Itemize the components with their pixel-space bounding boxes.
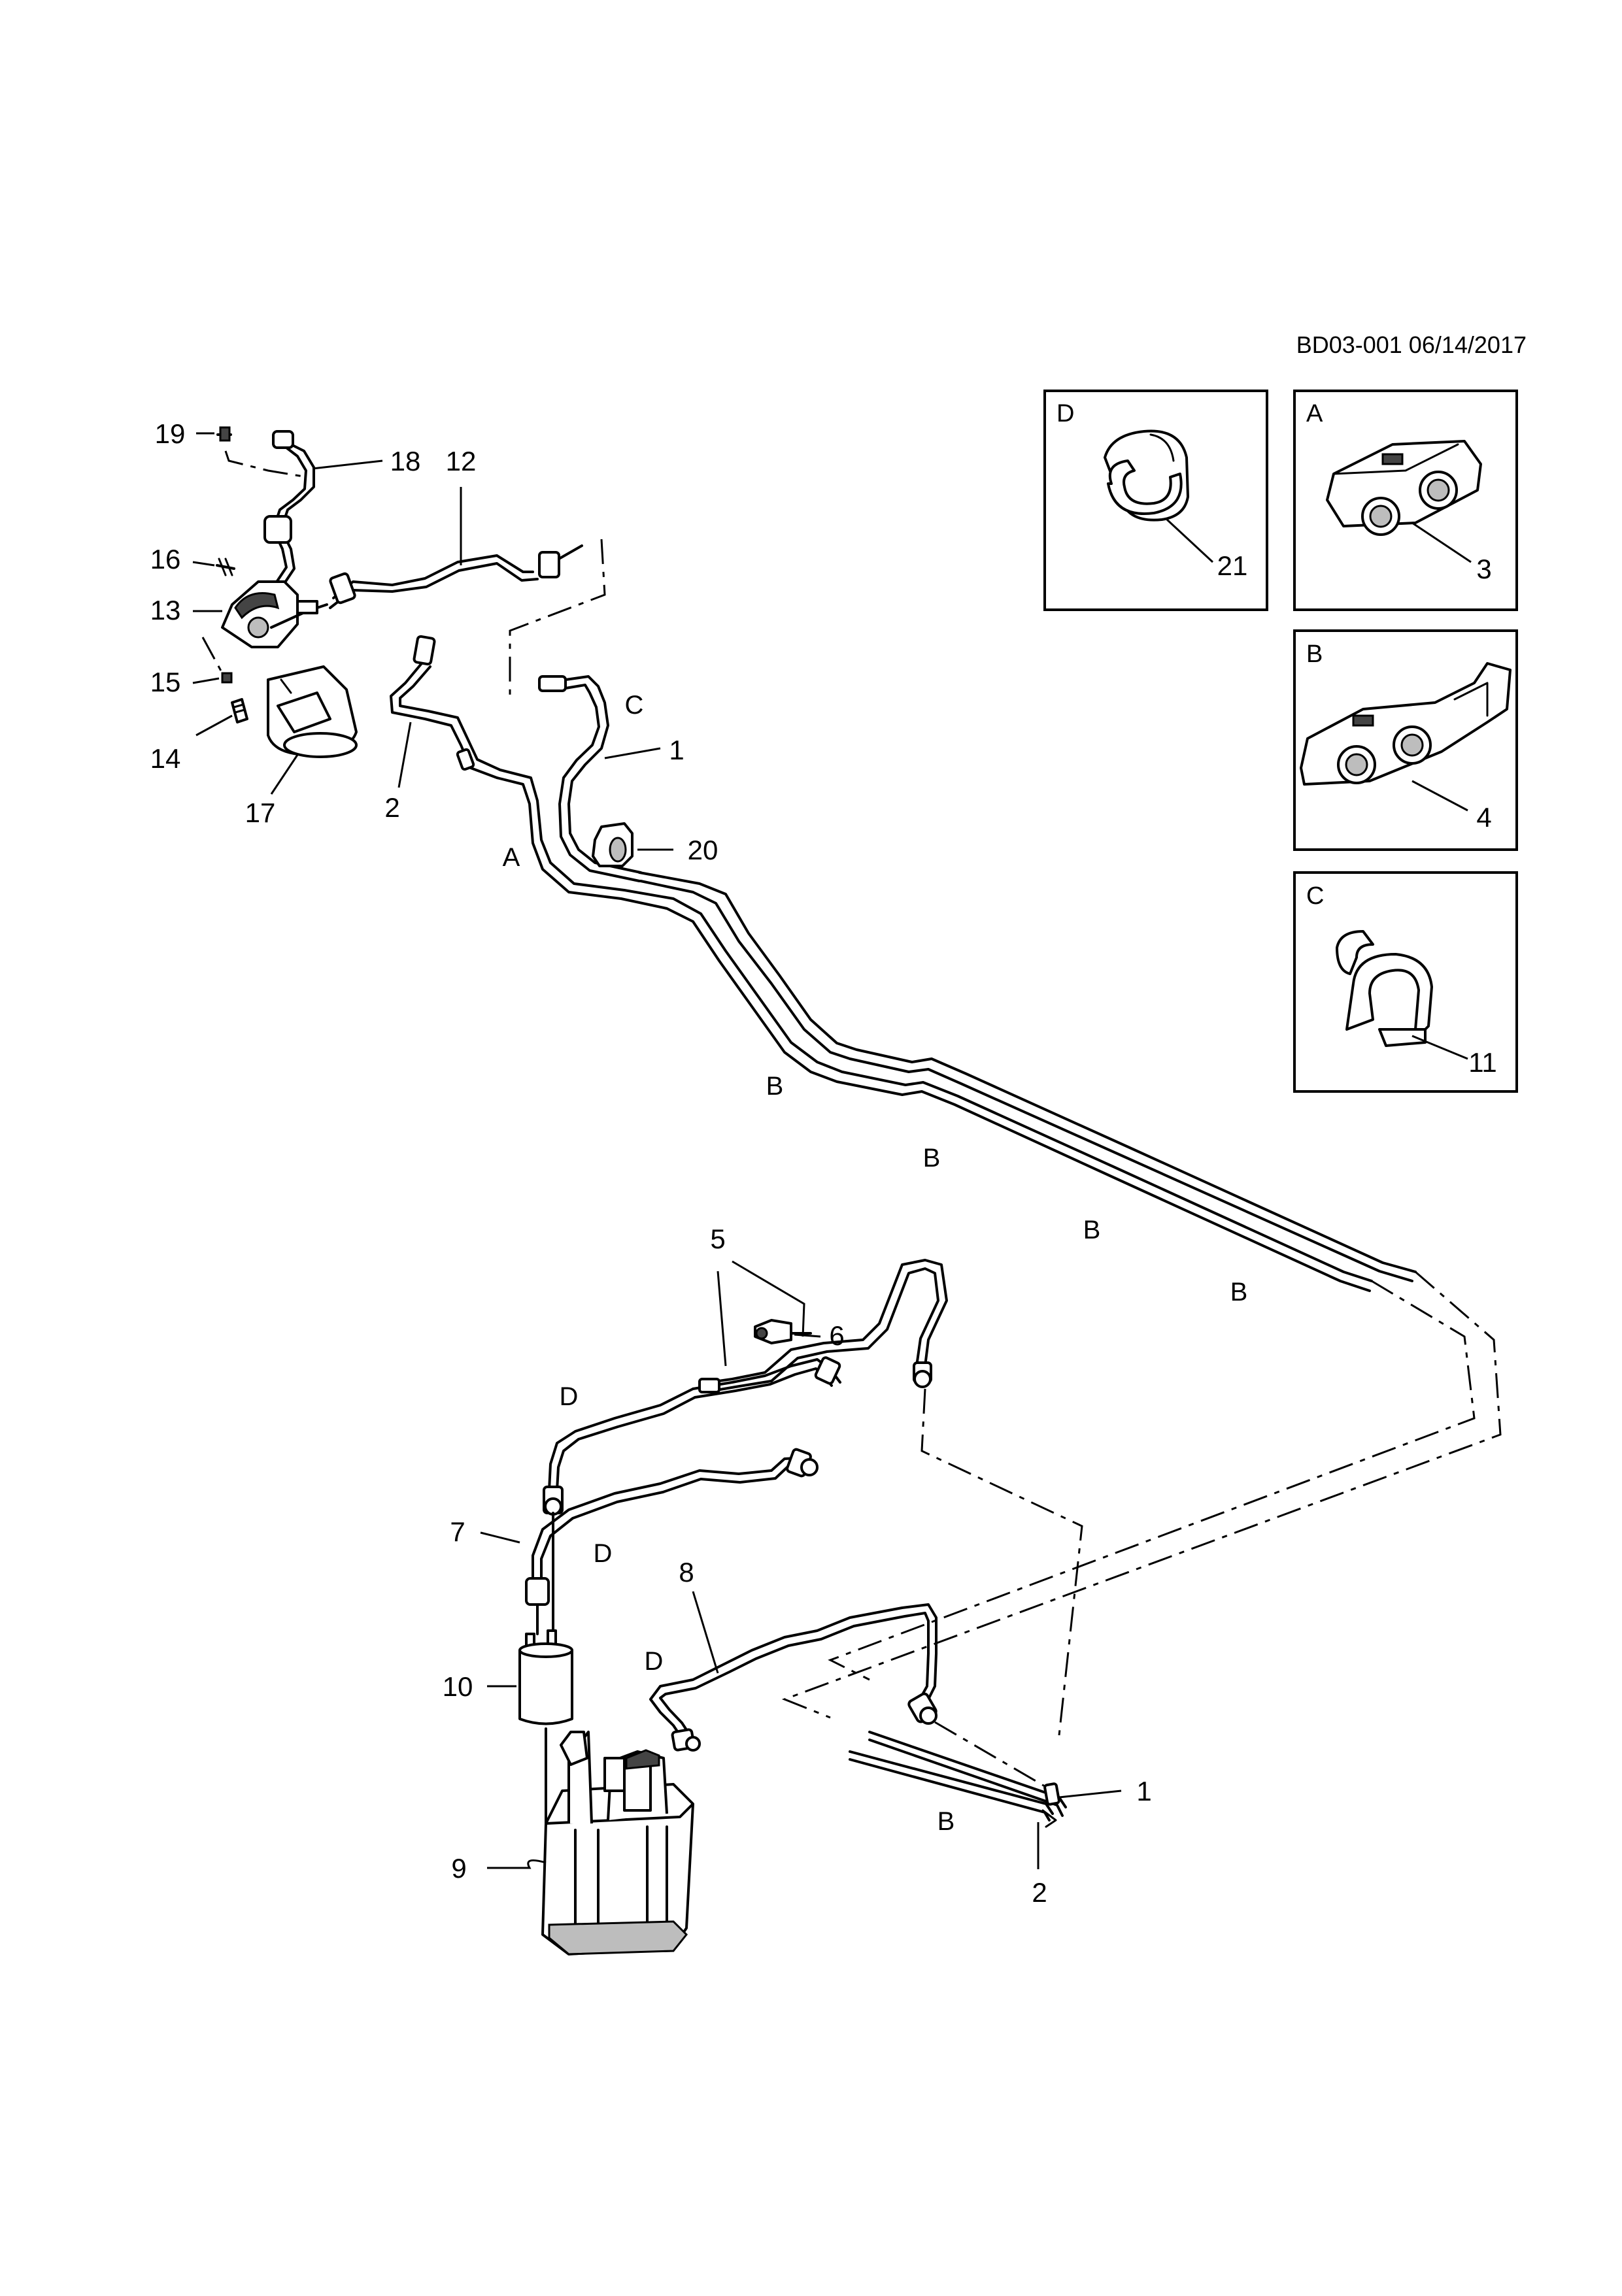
callout-13: 13 — [150, 595, 181, 625]
clip-11-illustration — [1336, 930, 1433, 1047]
leader-5b — [717, 1271, 727, 1367]
callout-9: 9 — [451, 1853, 466, 1884]
callout-7: 7 — [450, 1516, 465, 1547]
bolt-19 — [216, 426, 232, 442]
callout-18: 18 — [390, 446, 421, 476]
callout-17: 17 — [245, 797, 276, 828]
leader-14 — [195, 714, 233, 737]
clip-ref-d1: D — [560, 1382, 579, 1411]
leader-3 — [1411, 522, 1472, 563]
callout-21: 21 — [1217, 550, 1248, 581]
detail-box-c: C 11 — [1293, 871, 1518, 1093]
callout-1-top: 1 — [669, 735, 684, 765]
callout-15: 15 — [150, 667, 181, 697]
leader-1-top — [604, 747, 661, 759]
connector-cluster — [692, 1356, 841, 1399]
washer-15 — [221, 672, 233, 684]
clip-ref-b5: B — [938, 1807, 955, 1836]
callout-3: 3 — [1476, 554, 1491, 584]
clip-ref-a: A — [503, 843, 520, 872]
detail-box-a-title: A — [1306, 400, 1323, 427]
screw-16 — [216, 557, 235, 576]
main-fuel-lines — [620, 871, 1417, 1292]
clip-ref-d3: D — [645, 1647, 664, 1676]
detail-box-b-title: B — [1306, 641, 1323, 668]
leader-2-top — [397, 722, 412, 788]
leader-21 — [1166, 518, 1214, 563]
valve-13 — [221, 580, 328, 648]
leader-7 — [480, 1531, 520, 1544]
callout-14: 14 — [150, 743, 181, 774]
purge-valve-assembly: 19 18 16 13 — [150, 418, 421, 828]
line-7 — [525, 1448, 819, 1635]
callout-2-bottom: 2 — [1032, 1877, 1047, 1908]
callout-16: 16 — [150, 544, 181, 574]
line-12 — [329, 544, 583, 609]
line-1-upper — [538, 675, 642, 882]
leader-1-bottom — [1058, 1789, 1122, 1799]
callout-11: 11 — [1468, 1047, 1497, 1078]
hose-18 — [263, 430, 315, 606]
line-2-upper — [390, 635, 626, 900]
leader-9 — [487, 1859, 547, 1869]
leader-5a — [732, 1260, 805, 1337]
diagram-id: BD03-001 06/14/2017 — [1296, 331, 1527, 358]
line-d-upper — [543, 1388, 696, 1516]
detail-box-a: A 3 — [1293, 390, 1518, 611]
connector-6 — [754, 1319, 812, 1344]
line-8 — [649, 1603, 938, 1752]
line-5 — [708, 1259, 948, 1392]
leader-15 — [192, 677, 220, 684]
callout-12: 12 — [446, 446, 477, 476]
callout-2-top: 2 — [384, 792, 399, 823]
detail-box-b: B 4 — [1293, 629, 1518, 851]
clip-ref-b2: B — [923, 1144, 941, 1173]
clip-3-illustration — [1326, 440, 1482, 536]
clip-ref-b3: B — [1083, 1216, 1101, 1244]
leader-6 — [794, 1333, 821, 1338]
leader-17 — [270, 754, 299, 795]
detail-box-c-title: C — [1306, 882, 1324, 910]
callout-19: 19 — [155, 418, 186, 449]
leader-4 — [1411, 780, 1468, 812]
leader-18 — [312, 459, 383, 470]
leader-11 — [1411, 1035, 1468, 1060]
leader-16 — [192, 561, 215, 567]
bolt-14 — [231, 698, 248, 724]
canister-9 — [541, 1731, 694, 1955]
leader-8 — [692, 1591, 719, 1674]
callout-5: 5 — [710, 1223, 725, 1254]
callout-20: 20 — [688, 835, 718, 865]
clip-ref-b4: B — [1230, 1278, 1248, 1306]
callout-10: 10 — [443, 1671, 473, 1702]
clip-ref-c: C — [625, 691, 644, 720]
filter-10 — [518, 1629, 573, 1864]
clip-ref-d2: D — [594, 1539, 613, 1568]
callout-6: 6 — [829, 1320, 844, 1351]
clip-4-illustration — [1300, 662, 1512, 786]
bracket-17 — [267, 665, 358, 758]
grommet-20 — [592, 822, 634, 867]
callout-4: 4 — [1476, 802, 1491, 833]
clip-ref-b1: B — [766, 1072, 784, 1101]
clip-21-illustration — [1104, 429, 1189, 522]
detail-box-d: D 21 — [1043, 390, 1268, 611]
detail-box-d-title: D — [1056, 400, 1074, 427]
callout-1-bottom: 1 — [1136, 1776, 1151, 1806]
callout-8: 8 — [679, 1557, 694, 1588]
